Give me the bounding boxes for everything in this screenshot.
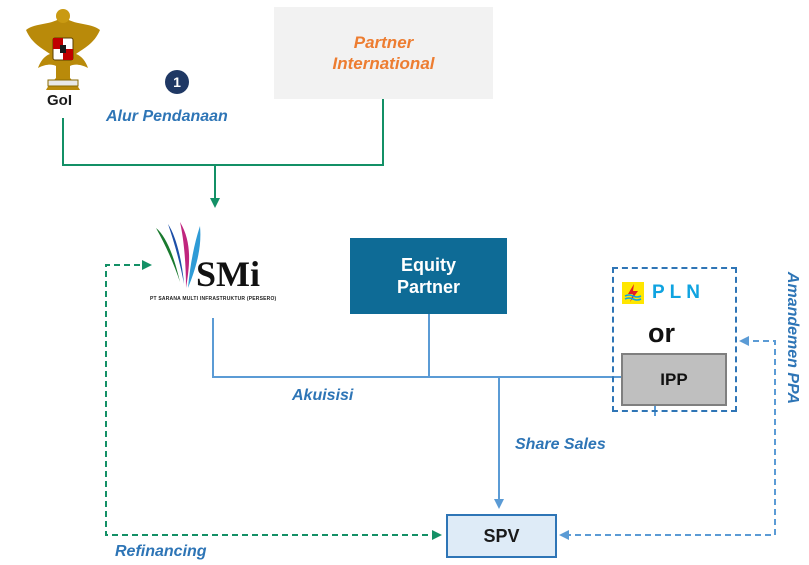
goi-label: GoI [47, 92, 72, 109]
alur-pendanaan-label: Alur Pendanaan [106, 108, 228, 125]
partner-international-box: Partner International [274, 7, 493, 99]
amandemen-ppa-label: Amandemen PPA [781, 272, 803, 404]
funding-line-partner [215, 99, 384, 166]
spv-box: SPV [446, 514, 557, 558]
smi-logo: SMi [156, 222, 260, 294]
or-text: or [648, 318, 675, 348]
amandemen-arrowhead-pln [739, 336, 749, 346]
pln-lightning-icon [624, 284, 642, 302]
pln-text: PLN [652, 282, 705, 303]
ipp-box: IPP [621, 353, 727, 406]
acquisition-line-smi [212, 318, 499, 378]
step-number-badge: 1 [165, 70, 189, 94]
amandemen-line [565, 340, 776, 536]
pln-ipp-group [612, 267, 737, 412]
partner-international-line1: Partner [353, 33, 414, 52]
smi-logo-text: SMi [196, 254, 260, 294]
partner-international-line2: International [332, 54, 435, 73]
refinancing-label: Refinancing [115, 543, 207, 560]
equity-partner-box: Equity Partner [350, 238, 507, 314]
funding-line-goi [62, 118, 215, 166]
equity-partner-line2: Partner [396, 277, 461, 297]
refinancing-arrowhead-smi [142, 260, 152, 270]
akuisisi-label: Akuisisi [292, 387, 354, 404]
garuda-emblem-icon [26, 9, 100, 90]
pln-logo [622, 282, 644, 304]
smi-subtext: PT SARANA MULTI INFRASTRUKTUR (PERSERO) [150, 296, 277, 302]
equity-partner-line1: Equity [400, 255, 456, 275]
share-sales-label: Share Sales [515, 436, 606, 453]
amandemen-arrowhead-spv [559, 530, 569, 540]
refinancing-arrowhead-spv [432, 530, 442, 540]
amandemen-ppa-text: Amandemen PPA [784, 271, 801, 405]
refinancing-line [105, 264, 438, 536]
